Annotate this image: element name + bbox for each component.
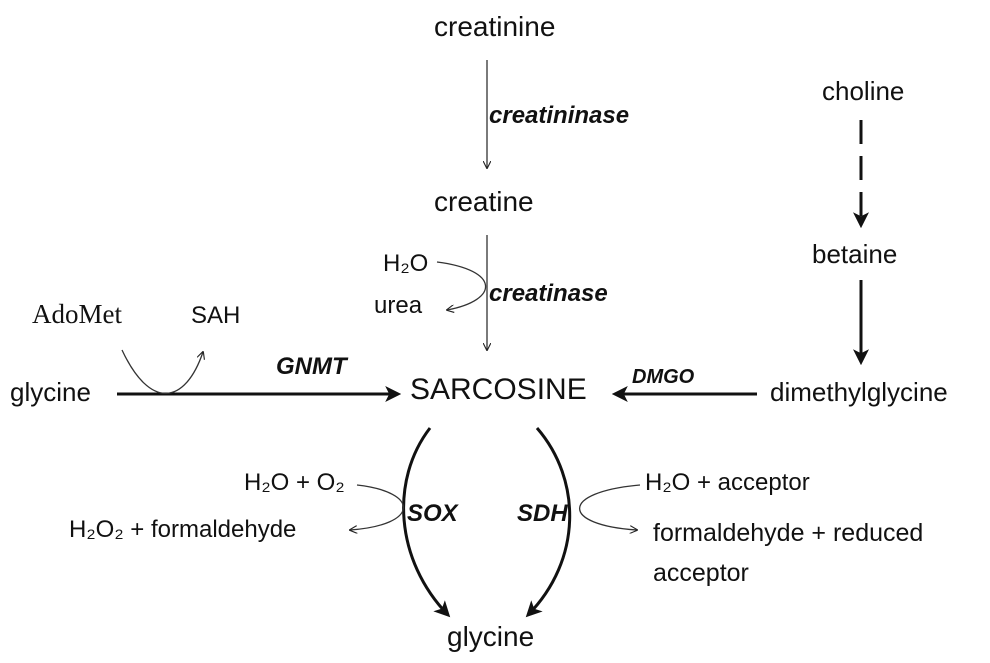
sah-label: SAH [191,302,241,329]
glycine-bottom-label: glycine [447,621,535,652]
dmgo-label: DMGO [632,366,695,388]
h2o-acceptor-label: H₂O + acceptor [645,469,810,496]
acceptor-label: acceptor [653,559,749,587]
sarcosine-label: SARCOSINE [410,373,587,406]
sdh-label: SDH [517,500,568,527]
formaldehyde-reduced-label: formaldehyde + reduced [653,519,924,547]
h2o2-formaldehyde-label: H₂O₂ + formaldehyde [69,516,297,543]
sox-cofactor-curve [350,484,404,530]
creatine-label: creatine [434,186,534,217]
sox-arrow [402,427,451,618]
adomet-sah-curve [121,349,203,394]
urea-label: urea [374,292,423,319]
h2o-creatinase-label: H₂O [383,250,429,277]
sdh-cofactor-curve [578,484,641,530]
betaine-label: betaine [812,239,898,269]
creatininase-label: creatininase [489,102,630,129]
h2o-urea-curve [436,261,487,310]
creatinase-label: creatinase [489,280,608,307]
gnmt-label: GNMT [276,353,347,380]
adomet-label: AdoMet [32,299,122,329]
h2o-o2-label: H₂O + O₂ [244,469,345,496]
creatinine-label: creatinine [434,11,556,42]
sdh-arrow [525,427,572,618]
choline-label: choline [822,76,905,106]
sox-label: SOX [407,500,458,527]
dimethylglycine-label: dimethylglycine [770,377,948,407]
glycine-left-label: glycine [10,377,91,407]
